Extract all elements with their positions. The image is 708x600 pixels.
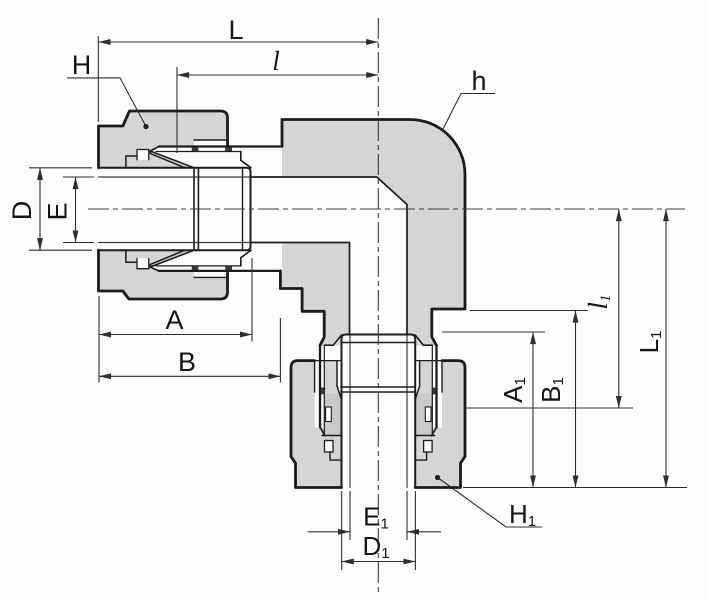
label-B1: B1	[536, 377, 567, 403]
internal-line	[97, 109, 229, 170]
thread-tick	[431, 387, 436, 395]
internal-line	[97, 248, 229, 301]
label-L: L	[228, 15, 243, 45]
internal-line	[97, 176, 252, 244]
label-B: B	[178, 347, 196, 377]
internal-line	[240, 249, 252, 267]
label-l: l	[272, 46, 280, 76]
internal-line	[125, 155, 138, 169]
internal-line	[413, 359, 467, 489]
left-relief-square-top	[137, 149, 149, 160]
internal-line	[125, 249, 138, 263]
bore-void	[250, 177, 407, 335]
left-thread-strip-top	[194, 140, 228, 147]
centerlines	[88, 18, 685, 592]
ferrule-right-upper	[417, 360, 433, 394]
label-A: A	[165, 305, 183, 335]
internal-line	[329, 451, 343, 461]
outer-profiles	[97, 109, 467, 489]
thread-tick	[225, 147, 232, 152]
left-relief-square-bottom	[137, 258, 149, 269]
label-l1: l1	[583, 294, 614, 309]
bottom-relief-square-right	[422, 439, 433, 453]
internal-line	[349, 334, 408, 489]
internal-line	[289, 359, 343, 489]
internal-line	[414, 359, 421, 401]
internal-line	[240, 150, 252, 169]
label-A1: A1	[498, 377, 529, 403]
bottom-inner-void-right	[424, 406, 432, 423]
dimension-labels: L l H h D E A B A1 B1 l1 L1 E1 D1 H1	[7, 15, 665, 562]
label-D1: D1	[362, 531, 389, 562]
internal-line	[136, 257, 150, 270]
internal-line	[249, 176, 408, 336]
bottom-relief-square-left	[323, 439, 334, 453]
thread-tick	[191, 265, 199, 271]
label-D: D	[7, 201, 37, 221]
internal-line	[414, 451, 428, 461]
internal-line	[414, 334, 434, 346]
internal-line	[136, 148, 150, 161]
leader-H1-dot	[434, 474, 441, 481]
label-E: E	[43, 202, 73, 220]
thread-tick	[191, 147, 199, 152]
label-h: h	[471, 66, 486, 96]
internal-line	[336, 359, 343, 401]
bottom-inner-void-left	[325, 406, 332, 423]
left-thread-strip-bottom	[194, 270, 228, 278]
internal-line	[149, 145, 160, 152]
thread-tick	[320, 387, 325, 395]
ferrule-left-upper	[324, 360, 340, 394]
label-H: H	[72, 50, 92, 80]
thread-ticks	[191, 147, 436, 395]
label-E1: E1	[363, 502, 389, 533]
internal-line	[249, 241, 351, 336]
thread-tick	[225, 265, 232, 271]
internal-line	[280, 118, 467, 347]
internal-line	[279, 269, 326, 347]
label-H1: H1	[509, 499, 536, 530]
leader-h	[441, 92, 495, 132]
internal-line	[323, 334, 343, 346]
leader-H	[67, 77, 147, 127]
leader-H1	[437, 477, 542, 528]
label-L1: L1	[634, 331, 665, 354]
leader-H-dot	[143, 123, 149, 130]
dimension-lines	[29, 36, 687, 570]
internal-line	[149, 266, 160, 272]
